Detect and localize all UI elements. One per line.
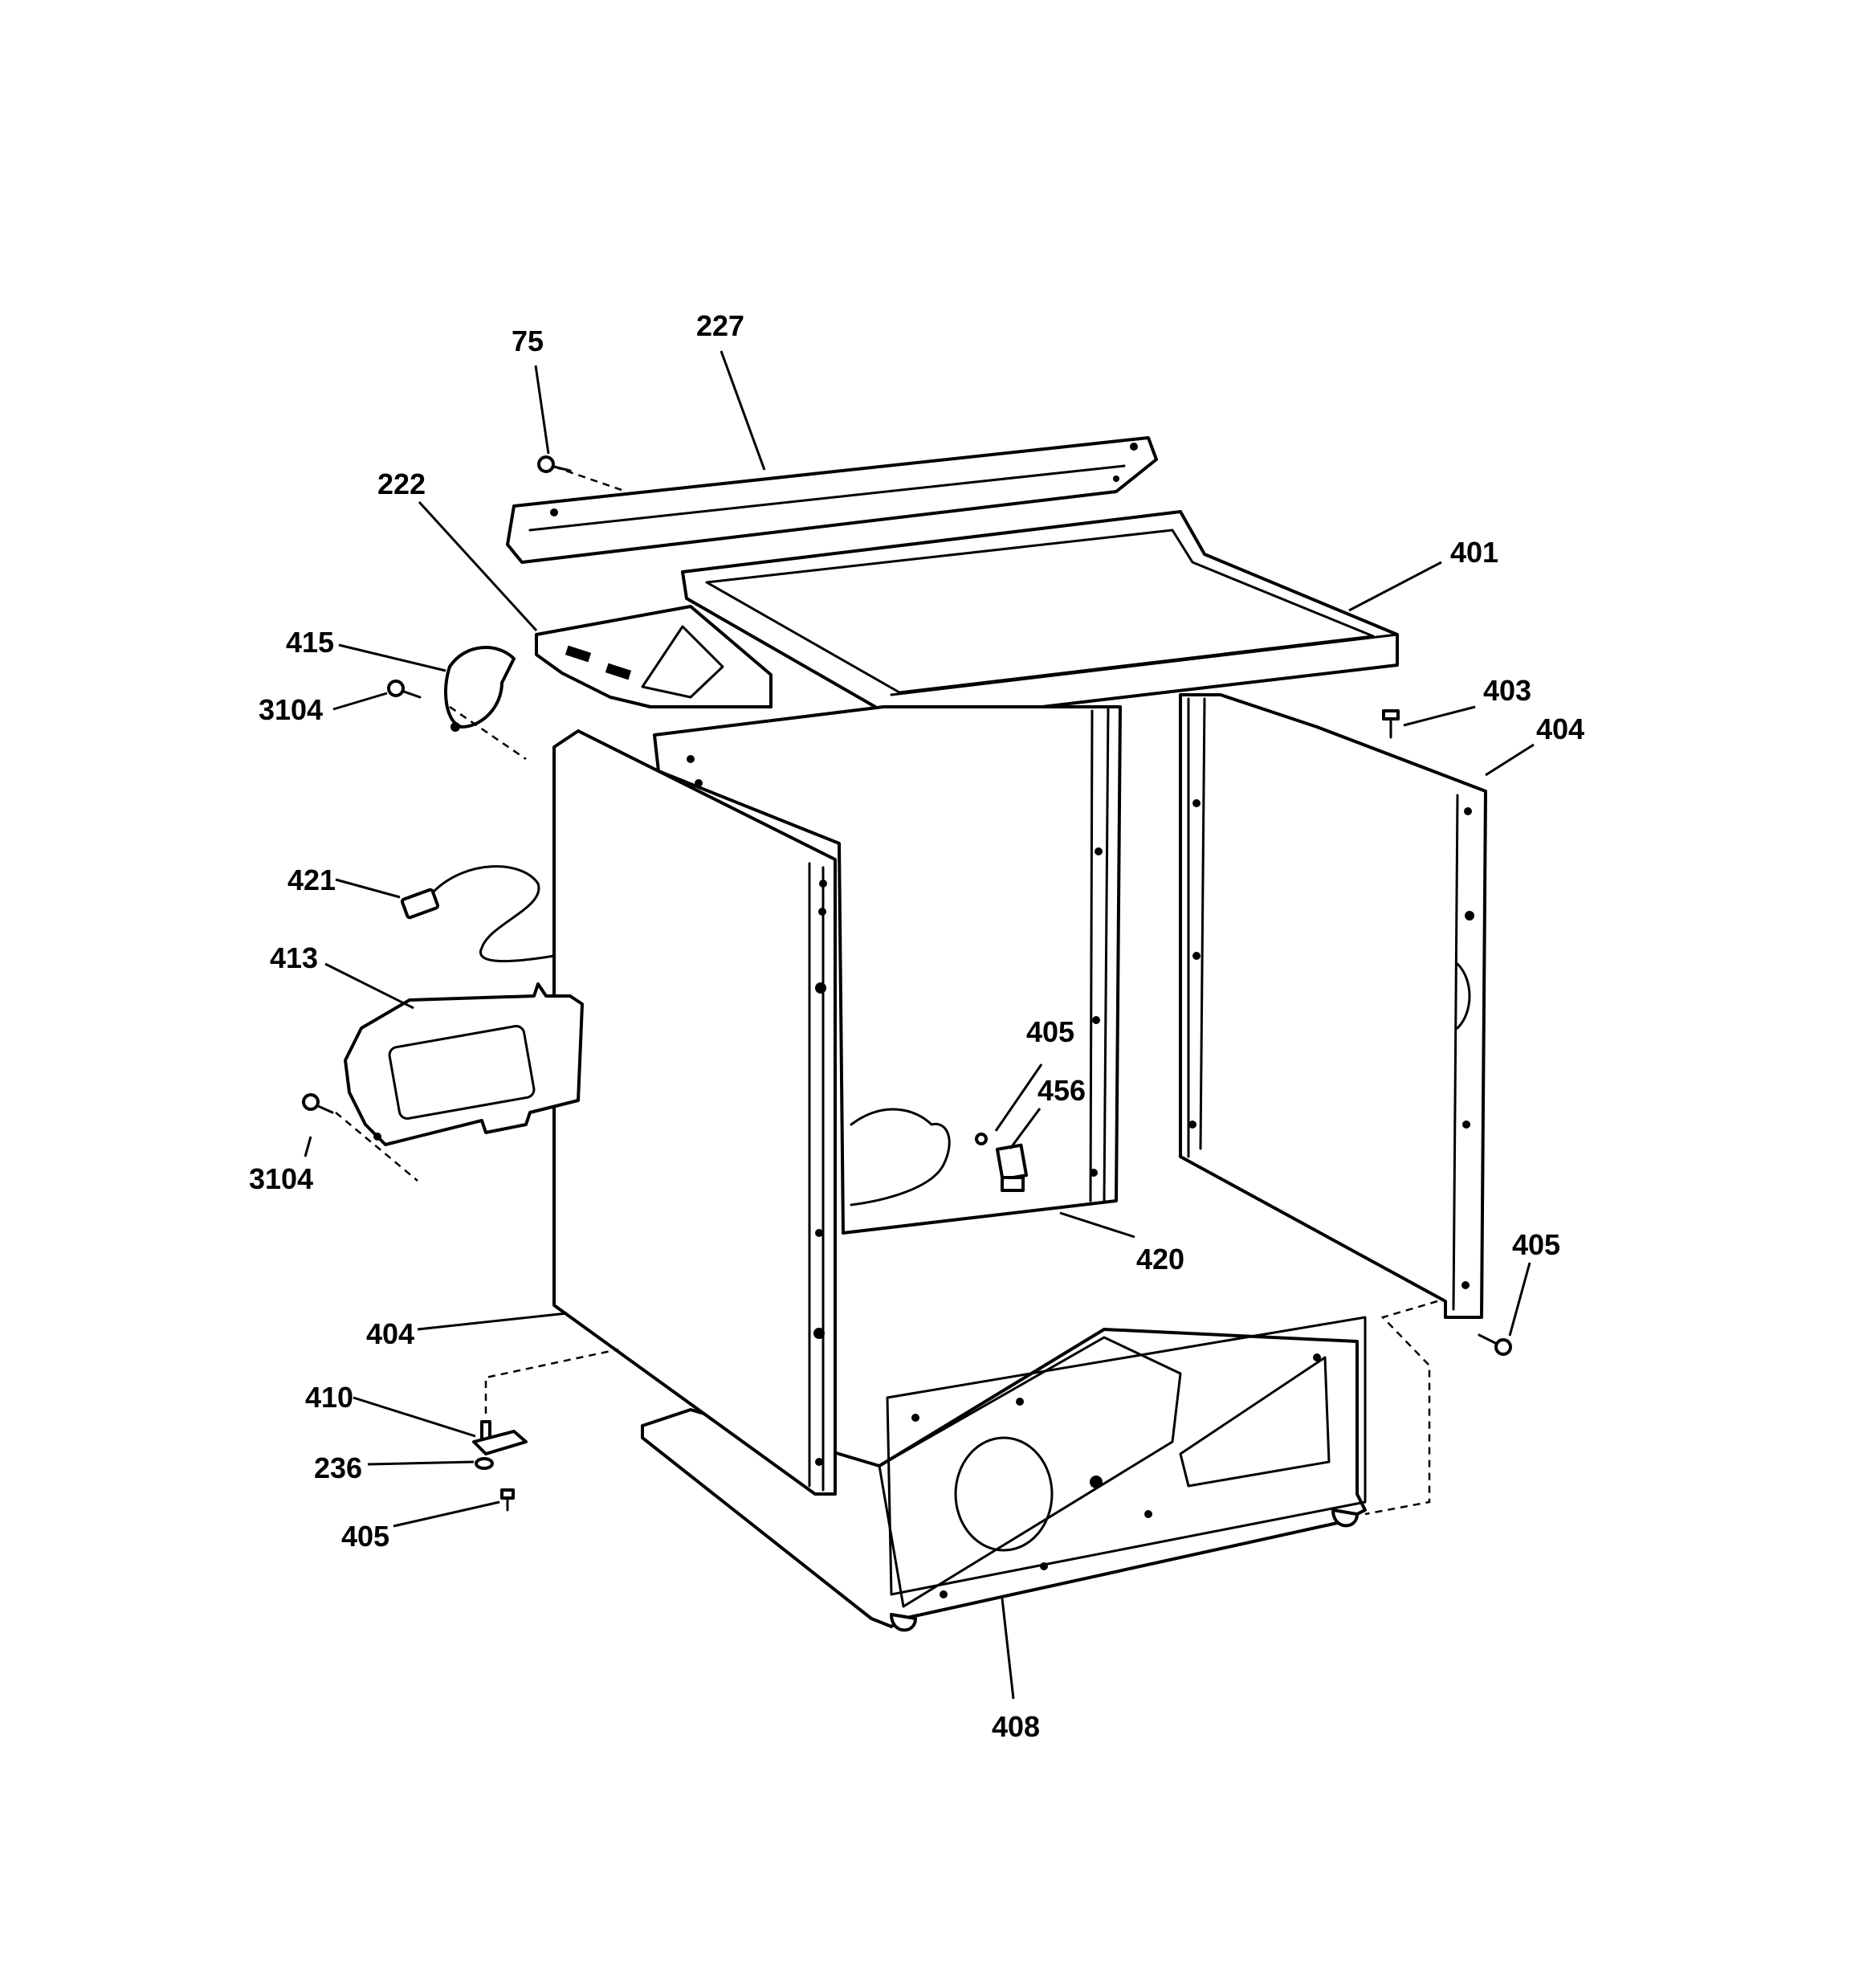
screw-3104-lower [302, 1093, 334, 1114]
part-408-base [641, 1316, 1367, 1632]
callout-405-left: 405 [341, 1520, 389, 1553]
callout-456: 456 [1037, 1074, 1086, 1107]
callout-75: 75 [512, 325, 544, 357]
screw-405-right [1478, 1333, 1512, 1356]
callout-404-left: 404 [366, 1317, 414, 1350]
screw-405-left [500, 1488, 515, 1512]
callout-222: 222 [377, 467, 426, 500]
callout-403: 403 [1483, 674, 1531, 707]
callout-401: 401 [1450, 536, 1498, 569]
callout-421: 421 [287, 863, 336, 896]
callout-3104-lower: 3104 [249, 1162, 313, 1195]
callout-404-right: 404 [1536, 712, 1584, 745]
alignment-lines [335, 465, 1438, 1516]
callout-413: 413 [270, 941, 318, 974]
callout-405-right: 405 [1512, 1228, 1560, 1261]
part-415-cover [444, 646, 516, 732]
screw-405-center [975, 1133, 988, 1145]
callout-410: 410 [305, 1381, 353, 1414]
callout-labels: 75 227 222 401 415 3104 403 404 421 413 … [249, 309, 1584, 1743]
part-420-rear-panel [653, 705, 1122, 1235]
screw-403 [1382, 709, 1400, 739]
screw-75 [537, 455, 572, 473]
part-456-clip [995, 1143, 1029, 1192]
part-222-bracket [535, 605, 773, 708]
callout-3104-upper: 3104 [259, 693, 323, 726]
part-227-top-rail [506, 436, 1158, 564]
callout-420: 420 [1136, 1243, 1184, 1276]
callout-408: 408 [992, 1710, 1040, 1743]
part-413-access-panel [344, 982, 584, 1146]
part-404-right-side-panel [1179, 693, 1487, 1319]
screw-3104-upper [387, 680, 422, 699]
part-410-leveling-leg [472, 1420, 528, 1455]
part-236-foot-pad [475, 1457, 494, 1470]
part-404-left-side-panel [552, 729, 837, 1496]
leader-lines [304, 350, 1535, 1700]
callout-236: 236 [314, 1451, 362, 1484]
part-401-top-panel [681, 510, 1399, 726]
callout-405-center: 405 [1026, 1015, 1074, 1048]
callout-415: 415 [286, 626, 334, 659]
callout-227: 227 [696, 309, 744, 342]
part-421-power-cord [400, 865, 556, 963]
